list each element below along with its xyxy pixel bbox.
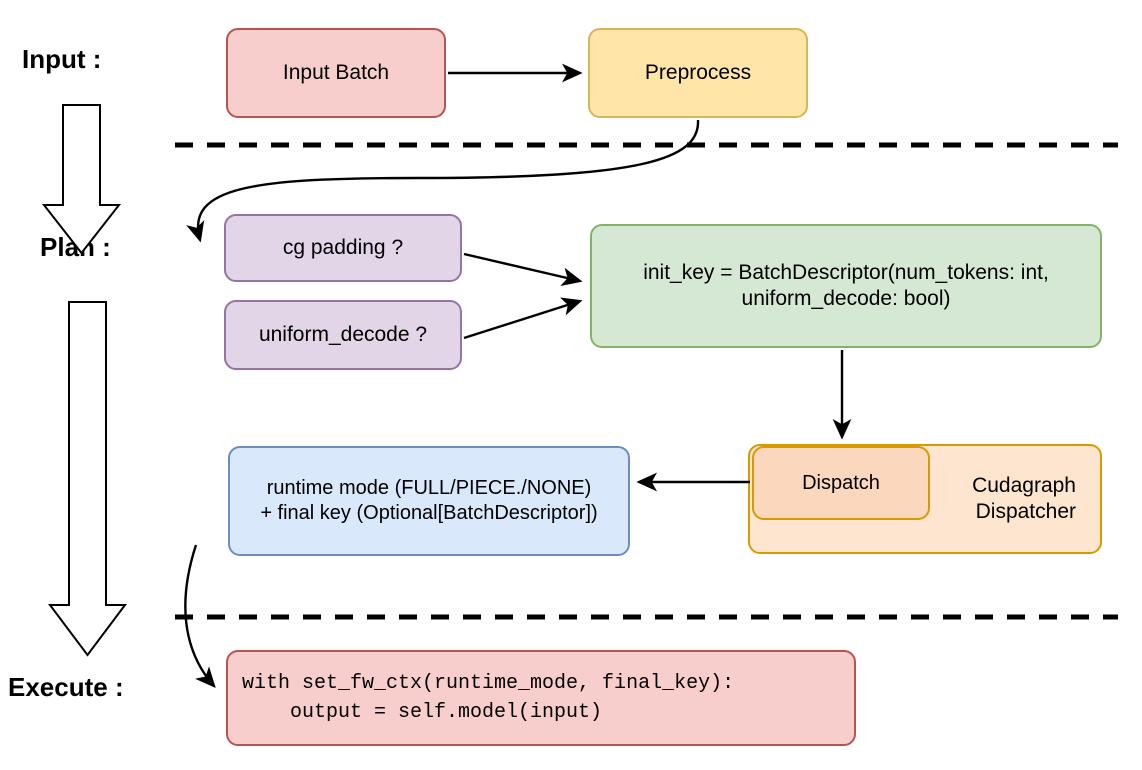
node-runtime-mode-label-line2: + final key (Optional[BatchDescriptor]) <box>260 502 598 524</box>
stage-arrow-plan-to-execute <box>48 301 127 657</box>
node-cg-padding-label: cg padding ? <box>282 235 404 259</box>
node-uniform-decode[interactable]: uniform_decode ? <box>224 300 462 370</box>
stage-label-input: Input : <box>22 44 102 74</box>
edge-uniform-decode-to-init-key <box>463 297 583 340</box>
node-input-batch-label: Input Batch <box>282 60 390 84</box>
node-execute-code[interactable]: with set_fw_ctx(runtime_mode, final_key)… <box>226 650 856 746</box>
node-preprocess[interactable]: Preprocess <box>588 28 808 118</box>
stage-arrow-input-to-plan <box>41 104 122 255</box>
node-init-key-label-line2: uniform_decode: bool) <box>741 287 951 310</box>
node-cg-padding[interactable]: cg padding ? <box>224 214 462 282</box>
node-init-key-label-line1: init_key = BatchDescriptor(num_tokens: i… <box>643 260 1049 284</box>
node-cudagraph-dispatcher-label-line2: Dispatcher <box>975 500 1076 523</box>
node-input-batch[interactable]: Input Batch <box>226 28 446 118</box>
node-execute-code-line2: output = self.model(input) <box>242 701 603 724</box>
node-dispatch-label: Dispatch <box>802 471 880 494</box>
node-execute-code-line1: with set_fw_ctx(runtime_mode, final_key)… <box>242 672 735 695</box>
node-cudagraph-dispatcher-label-line1: Cudagraph <box>972 473 1076 497</box>
node-runtime-mode-label-line1: runtime mode (FULL/PIECE./NONE) <box>266 477 592 499</box>
edge-runtime-mode-to-execute-code <box>184 544 216 688</box>
stage-label-execute: Execute : <box>8 672 124 702</box>
node-runtime-mode[interactable]: runtime mode (FULL/PIECE./NONE) + final … <box>228 446 630 556</box>
node-init-key[interactable]: init_key = BatchDescriptor(num_tokens: i… <box>590 224 1102 348</box>
node-preprocess-label: Preprocess <box>644 60 752 84</box>
edge-cg-padding-to-init-key <box>463 252 583 287</box>
node-dispatch[interactable]: Dispatch <box>752 446 930 520</box>
node-uniform-decode-label: uniform_decode ? <box>258 322 428 346</box>
stage-label-plan: Plan : <box>40 232 111 262</box>
